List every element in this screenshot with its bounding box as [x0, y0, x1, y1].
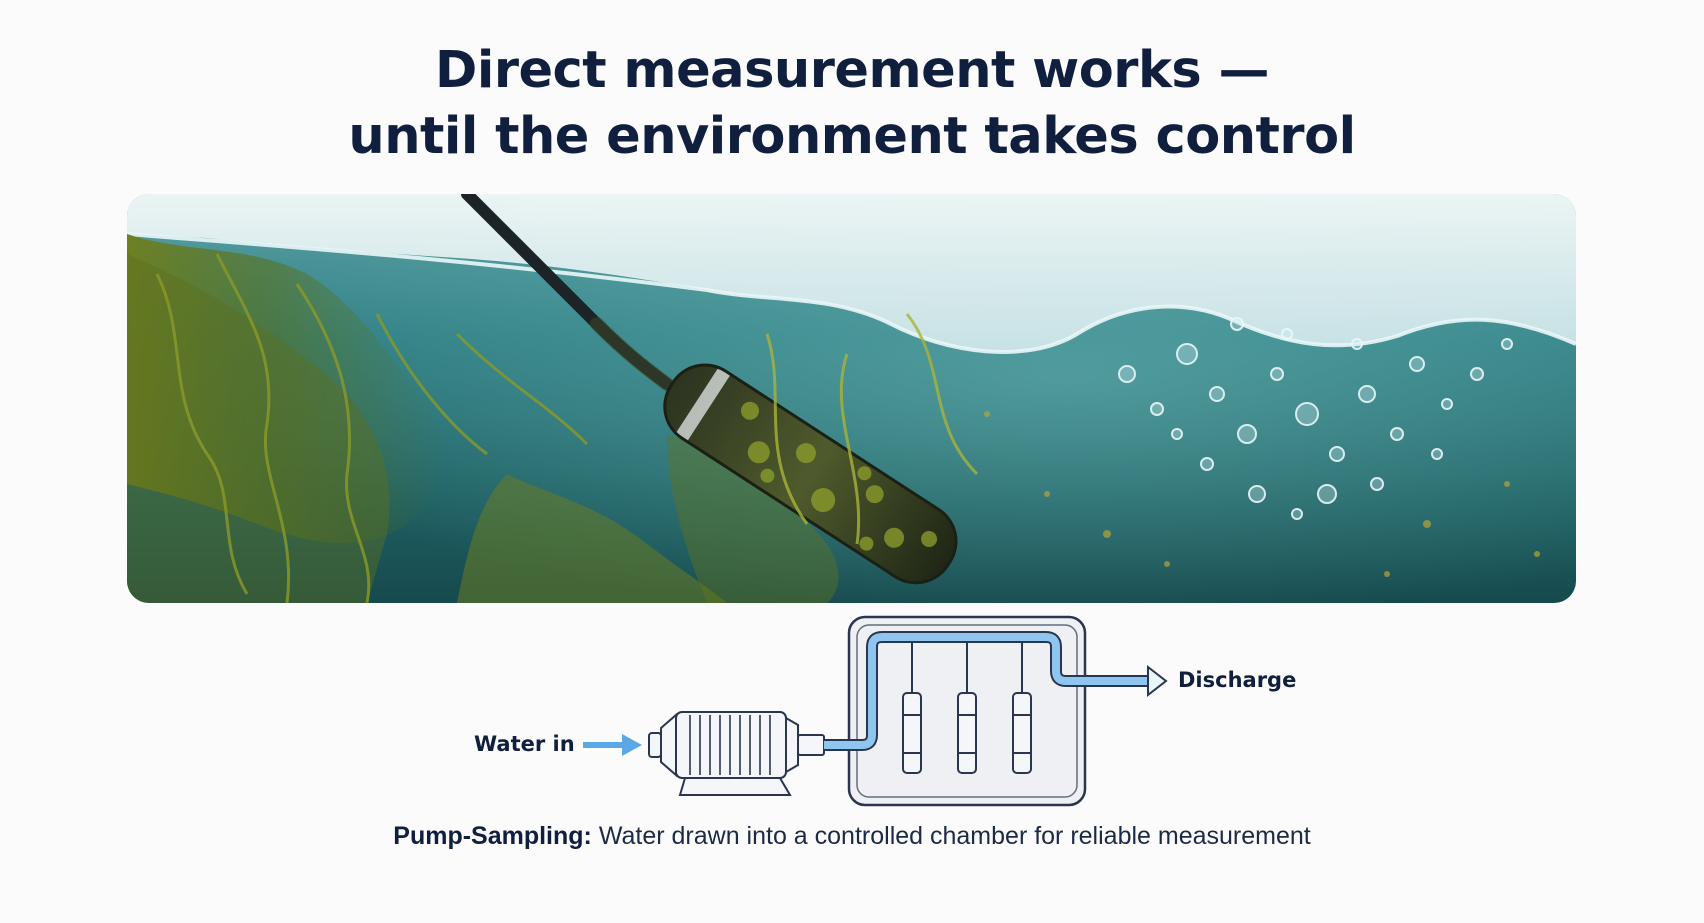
pump-icon	[648, 711, 825, 796]
title-line-2: until the environment takes control	[348, 107, 1356, 166]
pump-sampling-diagram: Water in Discharge	[0, 605, 1704, 835]
discharge-label: Discharge	[1178, 668, 1297, 692]
page-title: Direct measurement works — until the env…	[0, 38, 1704, 170]
flow-arrow-icon	[583, 734, 642, 756]
water-in-label: Water in	[474, 732, 575, 756]
caption-text: Water drawn into a controlled chamber fo…	[591, 822, 1311, 850]
title-line-1: Direct measurement works —	[435, 41, 1269, 100]
caption-bold: Pump-Sampling:	[393, 822, 592, 850]
sample-chamber-icon	[824, 615, 1168, 807]
diagram-caption: Pump-Sampling: Water drawn into a contro…	[0, 822, 1704, 851]
underwater-sensor-photo	[127, 194, 1576, 603]
